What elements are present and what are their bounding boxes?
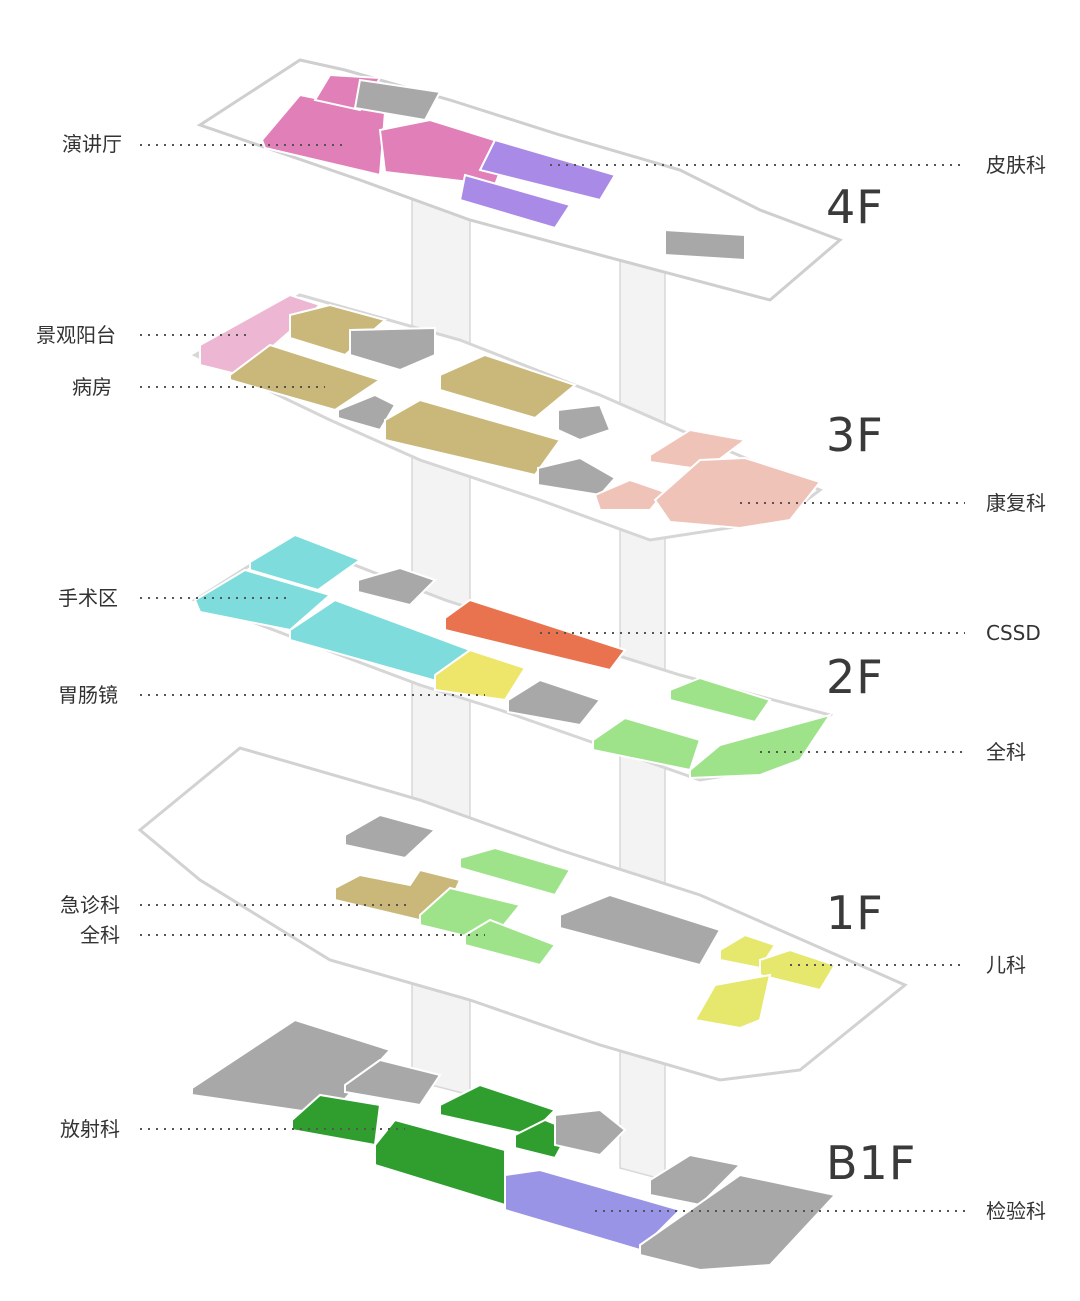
label-general-1f: 全科: [80, 923, 120, 947]
floor-2f-surgery-2: [193, 568, 333, 632]
floor-2f-surgery-1: [249, 533, 363, 592]
floor-label-2f: 2F: [826, 650, 884, 704]
floor-b1f-radiology-3: [374, 1118, 506, 1207]
label-view-balcony: 景观阳台: [36, 323, 116, 347]
floor-2f-endoscopy: [434, 648, 527, 702]
label-pediatrics: 儿科: [986, 953, 1026, 977]
label-lecture-hall: 演讲厅: [62, 132, 122, 156]
floor-3f-ward-3: [439, 353, 578, 420]
label-ward: 病房: [72, 375, 112, 399]
floor-label-1f: 1F: [826, 886, 884, 940]
floor-3f-ward-2: [229, 343, 383, 412]
floor-2f-general-2: [592, 716, 702, 772]
floor-3f-ward-4: [384, 398, 562, 477]
label-general-2f: 全科: [986, 740, 1026, 764]
floor-2f-gray-1: [357, 566, 437, 607]
floor-1f-plate: [137, 746, 908, 1082]
label-rehabilitation: 康复科: [986, 491, 1046, 515]
leader-lines: [140, 144, 965, 1212]
floor-2f-general-1: [669, 676, 772, 724]
label-dermatology: 皮肤科: [986, 153, 1046, 177]
floor-b1f-plate: [191, 1018, 837, 1272]
label-emergency: 急诊科: [60, 893, 120, 917]
floor-label-b1f: B1F: [826, 1136, 917, 1190]
floor-1f-pediatrics-2: [759, 948, 837, 992]
floor-3f-plate: [191, 293, 823, 542]
floor-1f-general-1: [459, 846, 572, 897]
floor-1f-outline: [137, 746, 908, 1082]
floor-b1f-gray-2: [344, 1058, 442, 1107]
floor-b1f-gray-5: [639, 1173, 837, 1272]
floor-2f-plate: [191, 533, 834, 782]
label-cssd: CSSD: [986, 621, 1041, 645]
floor-label-3f: 3F: [826, 408, 884, 462]
floor-1f-pediatrics-3: [693, 973, 772, 1030]
label-endoscopy: 胃肠镜: [58, 683, 118, 707]
floor-2f-gray-2: [507, 678, 602, 727]
floor-4f-dermatology-room: [478, 138, 617, 202]
floor-4f-dermatology-room-2: [458, 173, 572, 230]
floor-b1f-gray-3: [554, 1108, 627, 1157]
floor-4f-gray-room-2: [664, 228, 746, 262]
label-surgery: 手术区: [58, 586, 118, 610]
floor-3f-rehab-3: [653, 456, 822, 530]
label-laboratory: 检验科: [986, 1199, 1046, 1223]
floor-2f-cssd: [444, 598, 627, 672]
floor-label-4f: 4F: [826, 180, 884, 234]
floor-1f-gray-2: [559, 893, 722, 967]
label-radiology: 放射科: [60, 1117, 120, 1141]
floor-3f-gray-4: [537, 456, 617, 497]
floor-1f-general-3: [464, 918, 557, 967]
floor-4f-plate: [196, 58, 843, 302]
floor-3f-rehab-1: [649, 428, 748, 472]
floor-3f-gray-3: [557, 403, 612, 442]
floor-b1f-gray-4: [649, 1153, 743, 1207]
floor-1f-gray-1: [344, 813, 437, 860]
floor-2f-general-3: [689, 713, 833, 780]
floor-3f-gray-1: [349, 326, 436, 372]
